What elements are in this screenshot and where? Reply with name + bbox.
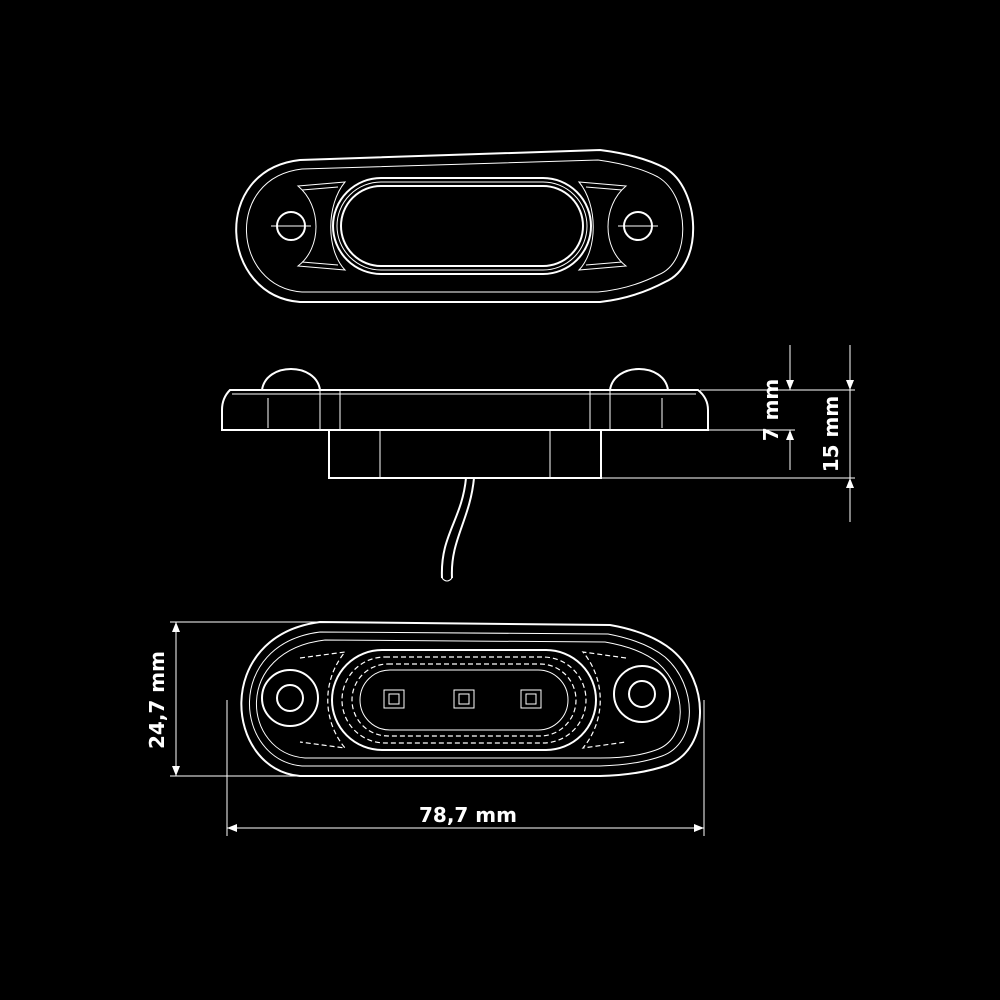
- front-view-lens-dashed-2: [351, 663, 577, 737]
- top-view-left-wing: [296, 181, 347, 271]
- front-view-left-wing: [299, 651, 347, 749]
- front-view-lens-inner: [359, 669, 569, 731]
- top-view-right-wing: [577, 181, 628, 271]
- front-view-lens-outer: [331, 649, 597, 751]
- front-view-lens-dashed-1: [341, 656, 587, 744]
- dim-78-7mm-label: 78,7 mm: [419, 803, 517, 827]
- top-view-left-wing-detail: [301, 186, 339, 266]
- side-view-right-bump: [609, 368, 669, 391]
- front-view-led-center: [453, 689, 475, 709]
- front-view-inner-outline: [249, 631, 690, 767]
- dim-24-7mm-label: 24,7 mm: [145, 651, 169, 749]
- side-view-left-bump: [261, 368, 321, 391]
- side-view-cable: [440, 477, 475, 579]
- width-dimension: 24,7 mm: [145, 621, 330, 777]
- front-view-left-boss: [261, 669, 319, 727]
- length-dimension: 78,7 mm: [226, 700, 705, 836]
- side-view-flange: [221, 389, 709, 431]
- side-view-cable-end: [441, 577, 453, 582]
- front-view: [240, 620, 701, 777]
- side-view-body: [328, 429, 602, 479]
- dim-7mm-label: 7 mm: [759, 379, 783, 442]
- front-view-outer-outline: [240, 620, 701, 777]
- side-view: [221, 368, 709, 582]
- top-view: [235, 148, 695, 303]
- front-view-left-screw-icon: [276, 684, 304, 712]
- front-view-right-boss: [613, 665, 671, 723]
- front-view-rim: [255, 639, 681, 759]
- dim-15mm-label: 15 mm: [819, 396, 843, 472]
- top-view-inner-outline: [246, 159, 684, 293]
- top-view-right-wing-detail: [585, 186, 623, 266]
- front-view-led-left: [383, 689, 405, 709]
- front-view-right-wing: [581, 651, 627, 749]
- front-view-led-right: [520, 689, 542, 709]
- front-view-right-screw-icon: [628, 680, 656, 708]
- top-view-outer-outline: [235, 148, 695, 303]
- height-dimensions: 7 mm 15 mm: [600, 345, 855, 522]
- top-view-lens-outer: [332, 177, 592, 275]
- top-view-lens-mid: [336, 181, 588, 271]
- top-view-lens-inner: [340, 185, 584, 267]
